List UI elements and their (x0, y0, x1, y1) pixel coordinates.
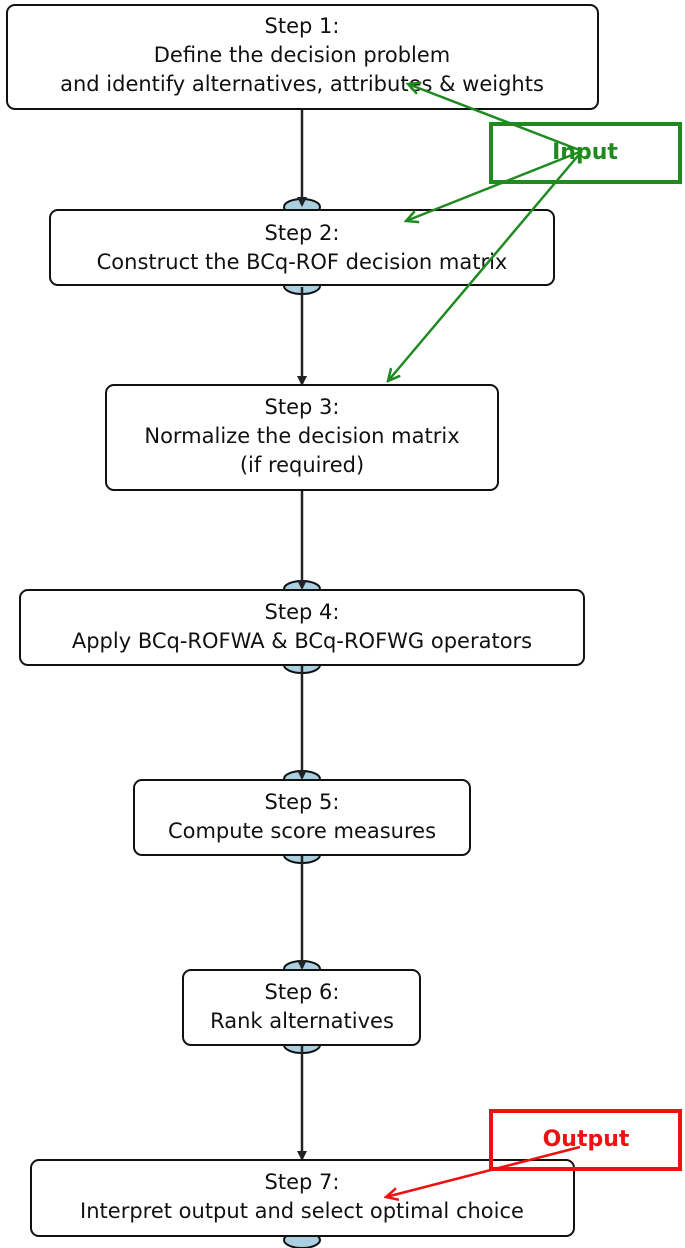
input-arrow-step1 (408, 84, 583, 153)
input-arrow-step2 (406, 149, 583, 221)
step-3-line-3: (if required) (240, 453, 364, 477)
step-5-line-2: Compute score measures (168, 819, 436, 843)
input-box: Input (489, 122, 682, 184)
step-1-line-1: Step 1: (265, 14, 340, 38)
step-4-line-1: Step 4: (265, 600, 340, 624)
output-arrows (386, 1145, 581, 1197)
step-2-line-1: Step 2: (265, 221, 340, 245)
step-6-line-2: Rank alternatives (210, 1009, 394, 1033)
output-label: Output (543, 1127, 630, 1152)
step-box-7: Step 7: Interpret output and select opti… (30, 1159, 575, 1237)
step-6-line-1: Step 6: (265, 980, 340, 1004)
step-7-line-1: Step 7: (265, 1170, 340, 1194)
step-2-line-2: Construct the BCq-ROF decision matrix (97, 250, 508, 274)
step-box-5: Step 5: Compute score measures (133, 779, 471, 856)
step-5-line-1: Step 5: (265, 790, 340, 814)
step-1-line-3: and identify alternatives, attributes & … (60, 72, 544, 96)
step-3-line-1: Step 3: (265, 395, 340, 419)
step-7-line-2: Interpret output and select optimal choi… (80, 1199, 524, 1223)
output-arrow-step7 (386, 1145, 581, 1197)
step-box-2: Step 2: Construct the BCq-ROF decision m… (49, 209, 555, 286)
step-box-1: Step 1: Define the decision problem and … (6, 4, 599, 110)
input-arrow-step3 (388, 150, 583, 381)
step-box-4: Step 4: Apply BCq-ROFWA & BCq-ROFWG oper… (19, 589, 585, 666)
step-3-line-2: Normalize the decision matrix (144, 424, 459, 448)
input-arrows (388, 84, 583, 381)
step-1-line-2: Define the decision problem (154, 43, 451, 67)
step-box-3: Step 3: Normalize the decision matrix (i… (105, 384, 499, 491)
step-box-6: Step 6: Rank alternatives (182, 969, 421, 1046)
step-4-line-2: Apply BCq-ROFWA & BCq-ROFWG operators (72, 629, 532, 653)
output-box: Output (489, 1109, 682, 1171)
